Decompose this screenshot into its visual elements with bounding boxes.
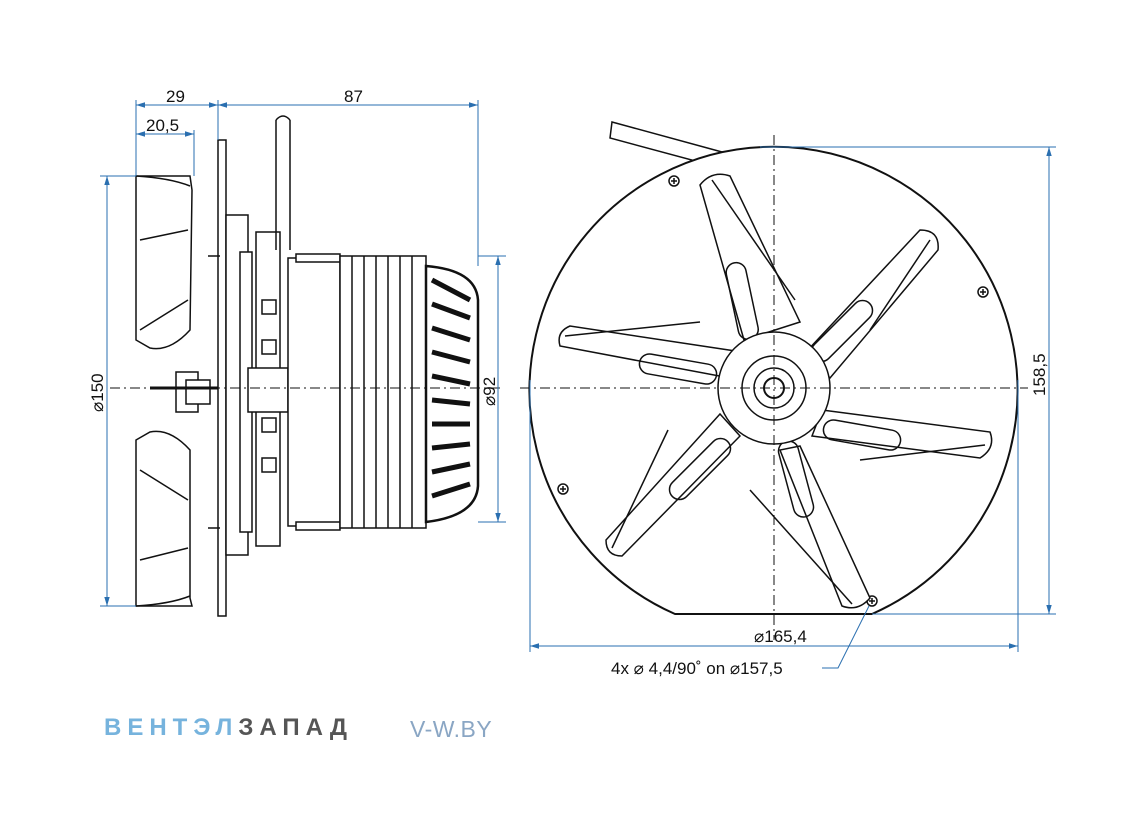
side-view xyxy=(110,115,500,617)
dim-20-5: 20,5 xyxy=(146,116,179,135)
impeller-blades xyxy=(558,173,993,609)
impeller-profile-bottom xyxy=(135,430,193,607)
cable xyxy=(275,120,291,250)
mounting-holes xyxy=(557,175,989,607)
dim-holes: 4x ⌀ 4,4/90˚ on ⌀157,5 xyxy=(611,659,783,678)
front-dimensions xyxy=(529,146,1056,669)
impeller-profile-top xyxy=(135,175,193,350)
brand-part-1: ВЕНТЭЛ xyxy=(104,714,239,741)
dim-87: 87 xyxy=(344,87,363,106)
motor-body xyxy=(287,257,341,527)
dim-29: 29 xyxy=(166,87,185,106)
motor-ribbed-section xyxy=(339,255,427,529)
mounting-plate xyxy=(217,139,227,617)
front-view xyxy=(520,121,1028,640)
side-dimensions xyxy=(100,100,506,607)
dim-158-5: 158,5 xyxy=(1030,353,1049,396)
dim-diameter-165-4: ⌀165,4 xyxy=(754,627,807,646)
brand-part-2: ЗАПАД xyxy=(238,714,353,741)
site-url: V-W.BY xyxy=(410,716,493,742)
brand-logo: ВЕНТЭЛЗАПАД xyxy=(104,714,353,742)
dim-diameter-92: ⌀92 xyxy=(480,377,499,406)
dim-diameter-150: ⌀150 xyxy=(88,373,107,412)
